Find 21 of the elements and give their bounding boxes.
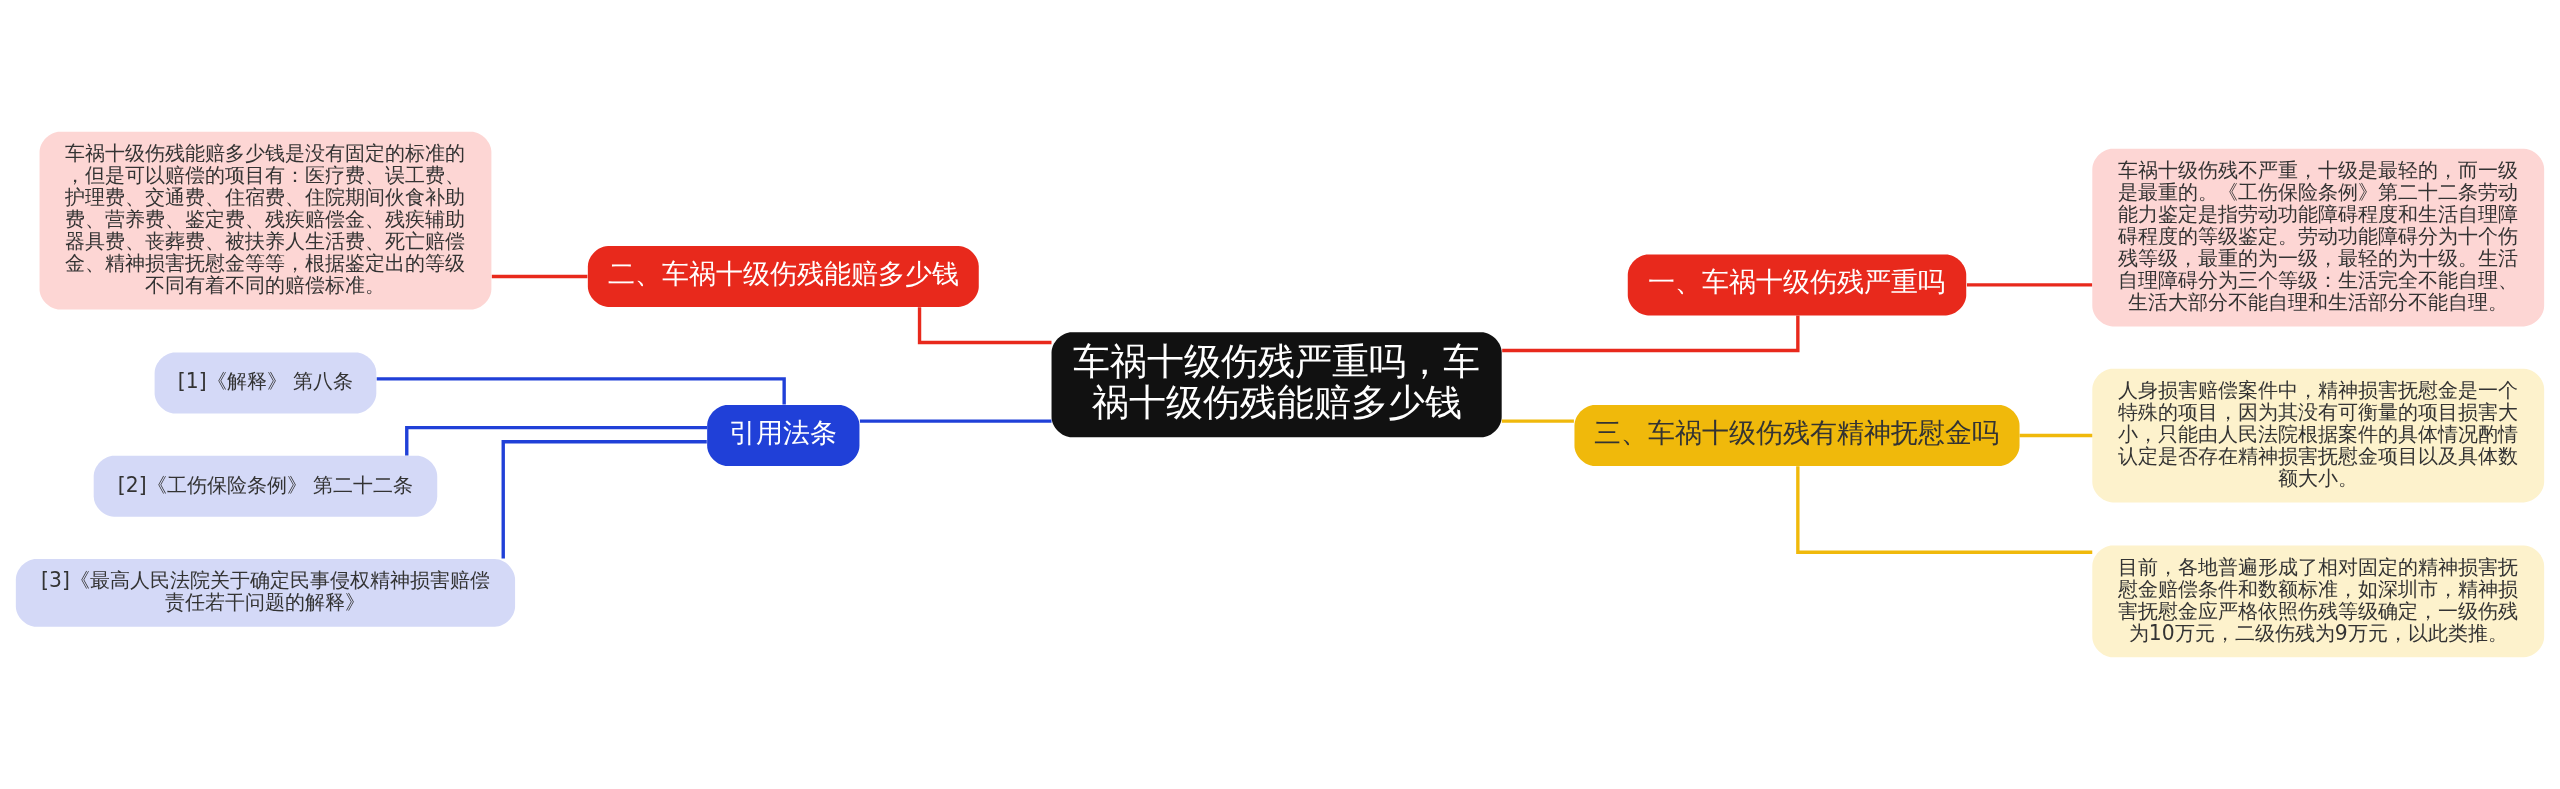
node-box: 一、车祸十级伤残严重吗 bbox=[1627, 254, 1967, 316]
connector bbox=[859, 419, 1052, 423]
node-box: 三、车祸十级伤残有精神抚慰金吗 bbox=[1574, 405, 2020, 466]
connector bbox=[1501, 419, 1574, 423]
node-box: 车祸十级伤残能赔多少钱是没有固定的标准的，但是可以赔偿的项目有：医疗费、误工费、护理费、交通费、住宿费、住院期间伙食补助费、营养费、鉴定费、残疾赔偿金、残疾辅助器具费、丧葬费、被扶养人生活费、死亡赔偿金、精神损害抚慰金等等，根据鉴定出的等级不同有着不同的赔偿标准。 bbox=[39, 131, 492, 310]
connector bbox=[501, 440, 707, 559]
node-box: [2]《工伤保险条例》 第二十二条 bbox=[93, 455, 438, 517]
node-box: 引用法条 bbox=[707, 405, 860, 466]
node-box: [1]《解释》 第八条 bbox=[154, 352, 377, 414]
node-box: 目前，各地普遍形成了相对固定的精神损害抚慰金赔偿条件和数额标准，如深圳市，精神损害抚慰金应严格依照伤残等级确定，一级伤残为10万元，二级伤残为9万元，以此类推。 bbox=[2092, 545, 2545, 658]
connector bbox=[405, 425, 708, 456]
node-box: 车祸十级伤残严重吗，车祸十级伤残能赔多少钱 bbox=[1051, 332, 1502, 438]
connector bbox=[491, 274, 588, 279]
connector bbox=[1796, 466, 2093, 554]
connector bbox=[1966, 283, 2093, 287]
node-box: 二、车祸十级伤残能赔多少钱 bbox=[587, 246, 979, 307]
connector bbox=[376, 377, 786, 405]
connector bbox=[2019, 433, 2093, 438]
node-box: [3]《最高人民法院关于确定民事侵权精神损害赔偿责任若干问题的解释》 bbox=[15, 559, 516, 627]
node-box: 车祸十级伤残不严重，十级是最轻的，而一级是最重的。《工伤保险条例》第二十二条劳动能力鉴定是指劳动功能障碍程度和生活自理障碍程度的等级鉴定。劳动功能障碍分为十个伤残等级，最重的为一级，最轻的为十级。生活自理障碍分为三个等级：生活完全不能自理、生活大部分不能自理和生活部分不能自理。 bbox=[2092, 148, 2545, 327]
node-box: 人身损害赔偿案件中，精神损害抚慰金是一个特殊的项目，因为其没有可衡量的项目损害大小，只能由人民法院根据案件的具体情况酌情认定是否存在精神损害抚慰金项目以及具体数额大小。 bbox=[2092, 368, 2545, 503]
